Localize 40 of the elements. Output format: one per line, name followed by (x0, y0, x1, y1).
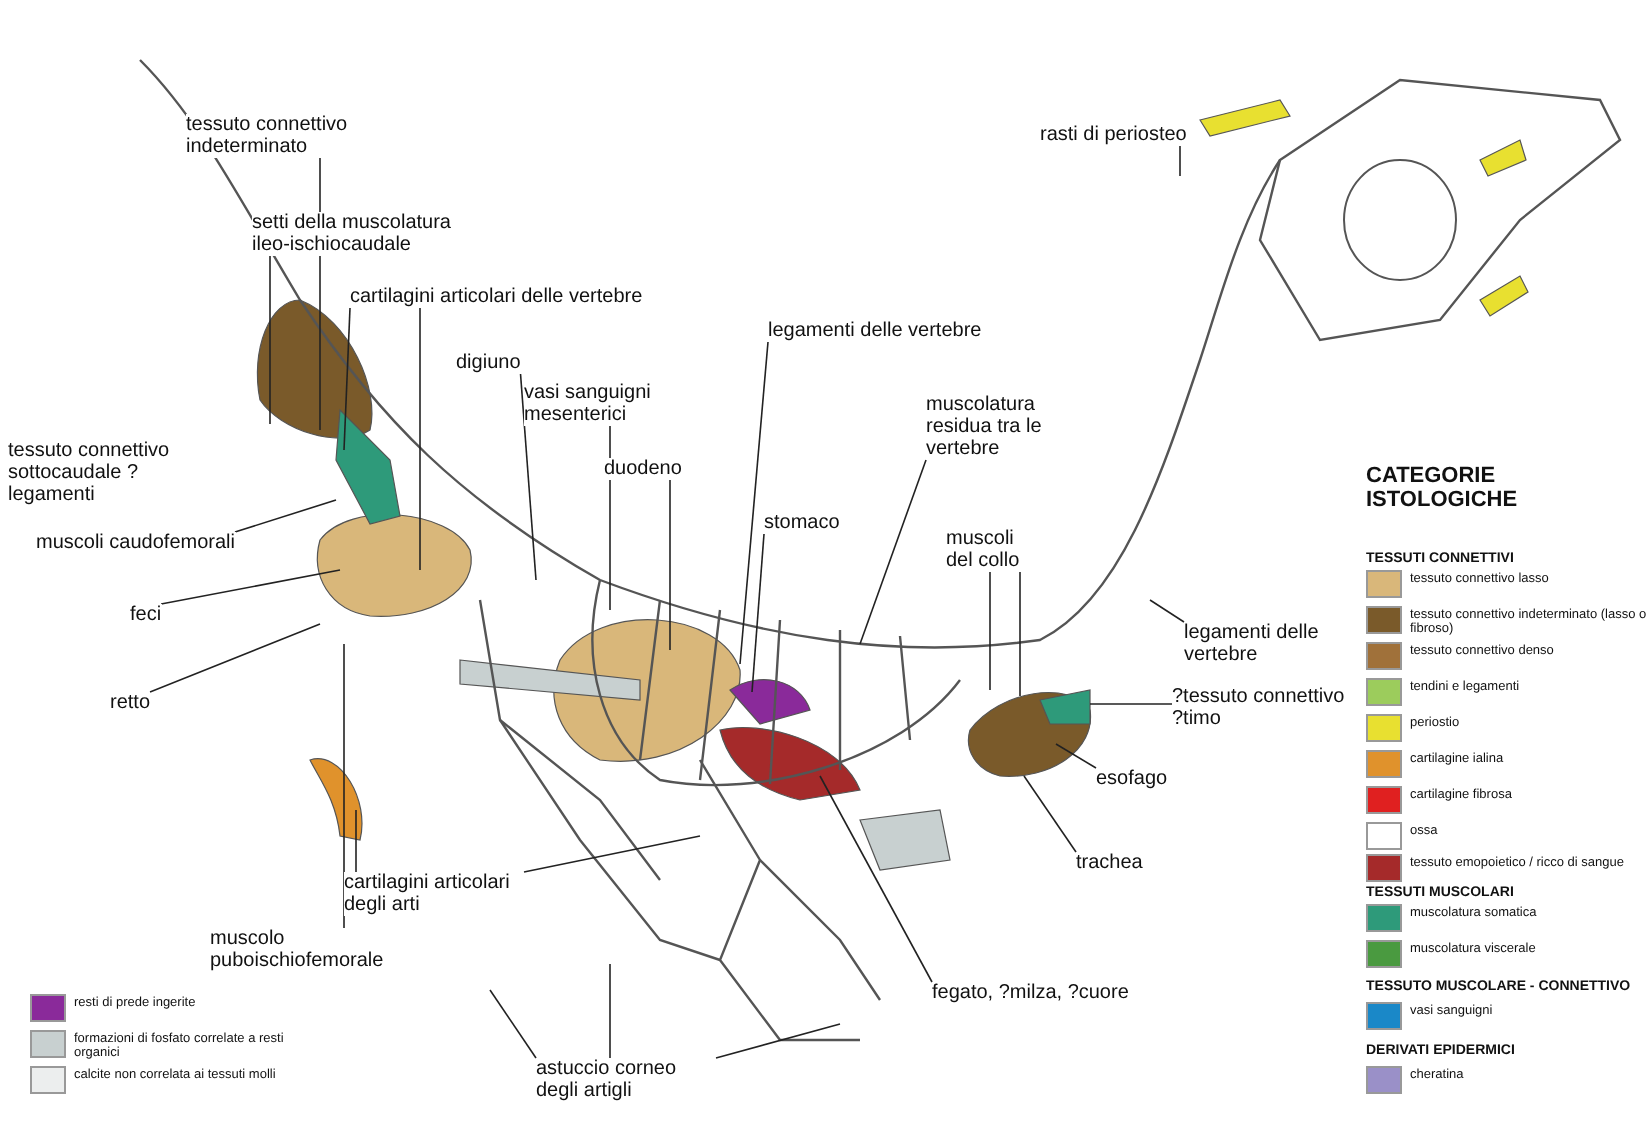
leader-line (343, 643, 345, 929)
leader-line (1179, 145, 1181, 177)
leader-line (419, 307, 421, 571)
leader-line (819, 775, 933, 983)
leader-line (739, 341, 769, 665)
leader-line (989, 571, 991, 691)
part-label: legamenti delle vertebre (1184, 622, 1324, 666)
leader-line (523, 835, 701, 873)
part-label: retto (110, 692, 151, 714)
part-label: fegato, ?milza, ?cuore (932, 982, 1129, 1004)
part-label: cartilagini articolari delle vertebre (350, 286, 643, 308)
leader-line (715, 1023, 841, 1059)
leader-line (234, 499, 337, 533)
leader-line (160, 569, 341, 605)
leader-line (751, 533, 765, 693)
legend-title: CATEGORIE ISTOLOGICHE (1366, 464, 1520, 512)
leader-line (1055, 743, 1097, 769)
leader-line (519, 373, 537, 581)
leader-line (1089, 703, 1173, 705)
leader-line (1023, 775, 1077, 853)
leader-line (1019, 571, 1021, 697)
leader-line (343, 307, 351, 451)
part-label: trachea (1076, 852, 1143, 874)
leader-line (609, 963, 611, 1059)
leader-line (355, 809, 357, 873)
part-label: legamenti delle vertebre (768, 320, 982, 342)
leader-line (669, 479, 671, 651)
leader-line (859, 459, 927, 645)
leader-line (149, 623, 321, 693)
leader-line (489, 989, 537, 1059)
part-label: stomaco (764, 512, 840, 534)
leader-line (609, 425, 611, 611)
leader-line (1149, 599, 1185, 623)
part-label: esofago (1096, 768, 1168, 790)
part-label: digiuno (456, 352, 521, 374)
part-label: feci (130, 604, 162, 626)
part-label: muscoli caudofemorali (36, 532, 235, 554)
part-label: rasti di periosteo (1040, 124, 1187, 146)
part-label: duodeno (604, 458, 682, 480)
leader-line (269, 255, 271, 425)
